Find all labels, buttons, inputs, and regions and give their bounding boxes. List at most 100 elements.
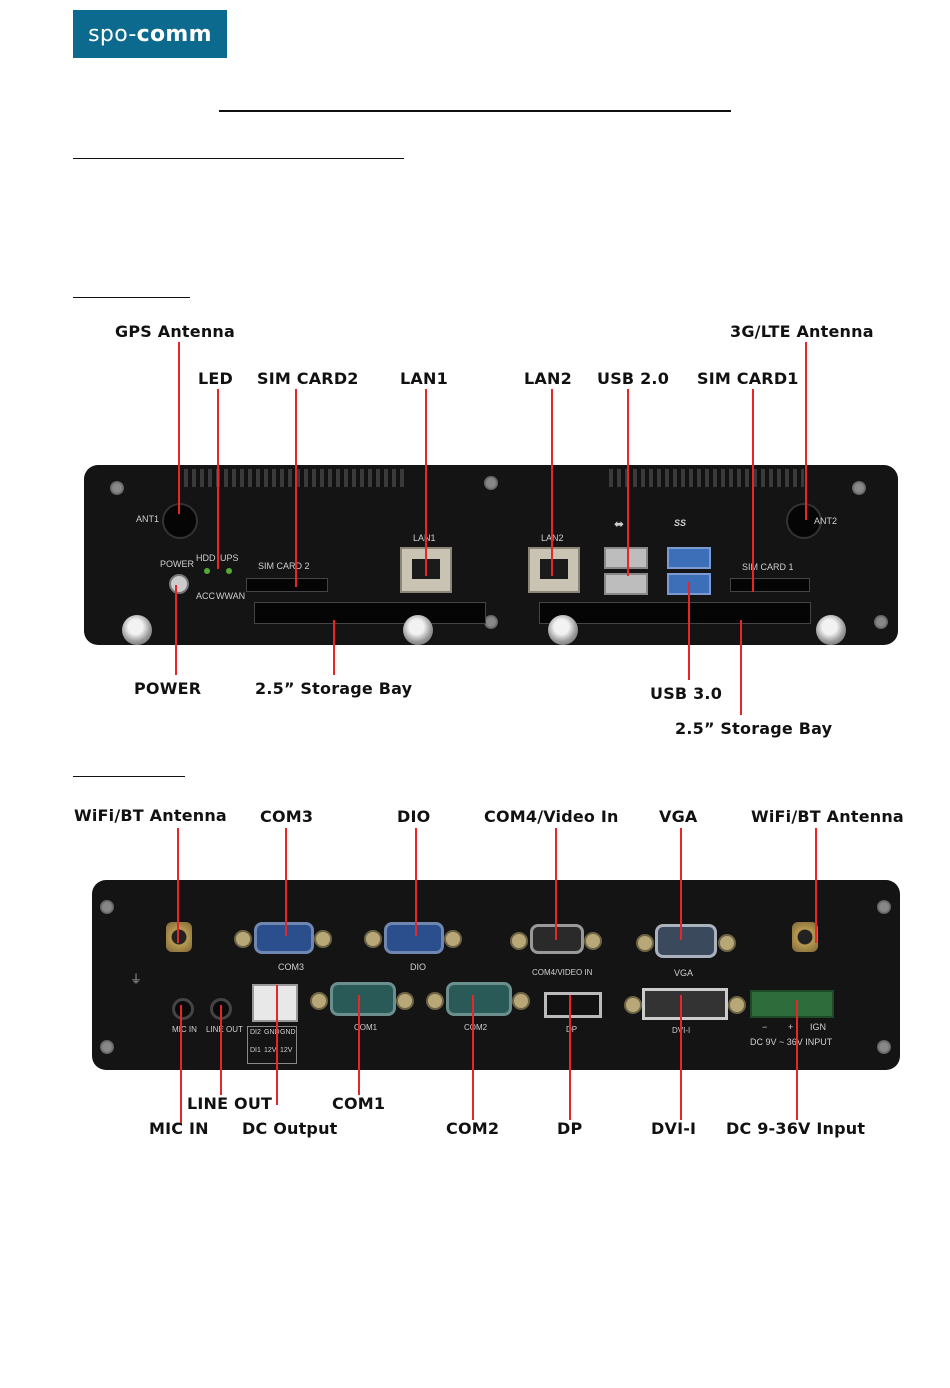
silk-com4: COM4/VIDEO IN — [532, 968, 593, 977]
pointer-storage-right — [740, 620, 742, 715]
pointer-usb30 — [688, 582, 690, 680]
pointer-power — [175, 585, 177, 675]
heatsink-fins — [609, 469, 804, 487]
corner-screw — [877, 1040, 891, 1054]
mic-in-jack[interactable] — [172, 998, 194, 1020]
hex-standoff — [364, 930, 382, 948]
hex-standoff — [636, 934, 654, 952]
hex-standoff — [512, 992, 530, 1010]
label-sim-card2: SIM CARD2 — [257, 369, 359, 388]
subtitle-rule — [73, 158, 404, 159]
hex-standoff — [310, 992, 328, 1010]
silk-ups: UPS — [220, 553, 239, 563]
com3-port[interactable] — [254, 922, 314, 954]
storage-bay-right[interactable] — [539, 602, 811, 624]
dvi-i-port[interactable] — [642, 988, 728, 1020]
silk-dio2: DI2 — [250, 1029, 261, 1036]
displayport[interactable] — [544, 992, 602, 1018]
lan2-port[interactable] — [528, 547, 580, 593]
silk-sim-card2: SIM CARD 2 — [258, 561, 310, 571]
thumb-screw — [122, 615, 152, 645]
silk-com2: COM2 — [464, 1023, 488, 1032]
usb20-port-bottom[interactable] — [604, 573, 648, 595]
silk-wwan: WWAN — [216, 591, 246, 601]
usb20-port-top[interactable] — [604, 547, 648, 569]
label-wifi-left: WiFi/BT Antenna — [74, 806, 227, 825]
wifi-antenna-right-connector — [792, 922, 818, 952]
com1-port[interactable] — [330, 982, 396, 1016]
lte-antenna-connector — [786, 503, 822, 539]
usb-symbol: ⬌ — [614, 517, 625, 531]
silk-12v-a: 12V — [264, 1047, 277, 1054]
thumb-screw — [403, 615, 433, 645]
power-button[interactable] — [169, 574, 189, 594]
front-view-figure: GPS Antenna 3G/LTE Antenna LED SIM CARD2… — [0, 310, 950, 750]
silk-com3: COM3 — [278, 962, 305, 972]
sim-card2-slot[interactable] — [246, 578, 328, 592]
label-usb20: USB 2.0 — [597, 369, 670, 388]
com2-port[interactable] — [446, 982, 512, 1016]
dc-output-connector[interactable] — [252, 984, 298, 1022]
hex-standoff — [718, 934, 736, 952]
pointer-dvi — [680, 995, 682, 1120]
pointer-com4 — [555, 828, 557, 940]
silk-hdd: HDD — [196, 553, 216, 563]
label-usb30: USB 3.0 — [650, 684, 723, 703]
pointer-line-out — [220, 1005, 222, 1095]
silk-gnd1: GND — [264, 1029, 280, 1036]
label-led: LED — [198, 369, 234, 388]
corner-screw — [100, 1040, 114, 1054]
corner-screw — [852, 481, 866, 495]
hex-standoff — [584, 932, 602, 950]
silk-vga: VGA — [674, 968, 694, 978]
label-vga: VGA — [659, 807, 698, 826]
com4-video-in-port[interactable] — [530, 924, 584, 954]
led-indicator — [204, 568, 210, 574]
silk-plus: + — [788, 1022, 794, 1032]
silk-com1: COM1 — [354, 1023, 378, 1032]
pointer-wifi-left — [177, 828, 179, 943]
rear-heading-rule — [73, 776, 185, 777]
thumb-screw — [816, 615, 846, 645]
vga-port[interactable] — [655, 924, 717, 958]
pointer-vga — [680, 828, 682, 940]
silk-ign: IGN — [810, 1022, 827, 1032]
corner-screw — [874, 615, 888, 629]
label-sim-card1: SIM CARD1 — [697, 369, 799, 388]
logo-text-light: spo- — [88, 21, 137, 47]
storage-bay-left[interactable] — [254, 602, 486, 624]
pointer-com3 — [285, 828, 287, 936]
pointer-lan2 — [551, 389, 553, 576]
usb30-port-top[interactable] — [667, 547, 711, 569]
led-indicator — [226, 568, 232, 574]
pointer-dp — [569, 995, 571, 1120]
silk-ant2: ANT2 — [814, 516, 838, 526]
silk-dp: DP — [566, 1025, 578, 1034]
hex-standoff — [510, 932, 528, 950]
label-com4: COM4/Video In — [484, 807, 619, 826]
label-wifi-right: WiFi/BT Antenna — [751, 807, 904, 826]
label-storage-bay-right: 2.5” Storage Bay — [675, 719, 833, 738]
label-com3: COM3 — [260, 807, 314, 826]
label-lan1: LAN1 — [400, 369, 448, 388]
front-panel: ANT1 ANT2 POWER HDD UPS ACC WWAN SIM CAR… — [84, 465, 898, 645]
sim-card1-slot[interactable] — [730, 578, 810, 592]
silk-sim-card1: SIM CARD 1 — [742, 562, 794, 572]
ground-symbol: ⏚ — [130, 972, 143, 986]
pointer-lte — [805, 342, 807, 520]
pointer-mic-in — [180, 1005, 182, 1125]
wifi-antenna-left-connector — [166, 922, 192, 952]
pointer-dc-output — [276, 985, 278, 1105]
dc-output-pinout: DI2 GND GND DI1 12V 12V — [247, 1026, 297, 1064]
dc-input-terminal[interactable] — [750, 990, 834, 1018]
label-com2: COM2 — [446, 1119, 500, 1138]
silk-12v-b: 12V — [280, 1047, 293, 1054]
pointer-com2 — [472, 995, 474, 1120]
corner-screw — [100, 900, 114, 914]
title-rule — [219, 110, 731, 112]
gps-antenna-connector — [162, 503, 198, 539]
pointer-com1 — [358, 995, 360, 1095]
silk-power: POWER — [160, 559, 195, 569]
hex-standoff — [396, 992, 414, 1010]
dio-port[interactable] — [384, 922, 444, 954]
